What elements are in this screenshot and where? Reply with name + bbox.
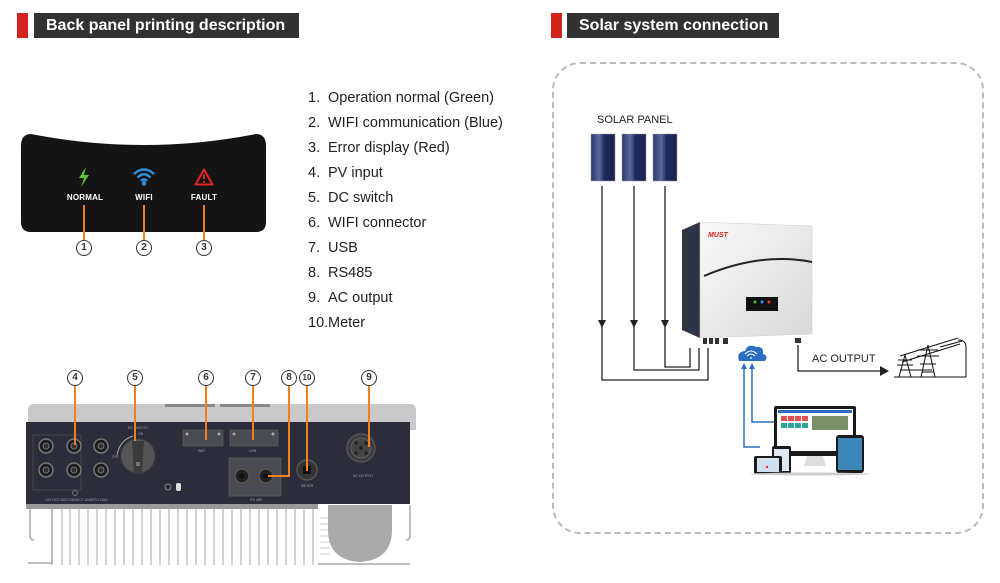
- marker-4: 4: [67, 370, 83, 386]
- left-section-header: Back panel printing description: [34, 13, 299, 38]
- off-print: OFF: [112, 455, 119, 459]
- marker-line-8-horizontal: [268, 475, 290, 477]
- fault-label: FAULT: [190, 193, 218, 202]
- warning-triangle-icon: [194, 168, 214, 186]
- meter-print: METER: [301, 484, 314, 488]
- normal-label: NORMAL: [66, 193, 104, 202]
- marker-6: 6: [198, 370, 214, 386]
- legend-item: 4.PV input: [308, 165, 383, 181]
- on-print: ON: [138, 432, 144, 436]
- power-tower-icon: [894, 337, 967, 378]
- wifi-print: WIFI: [198, 449, 206, 453]
- cloud-wifi-icon: [738, 345, 767, 361]
- back-panel-drawing: [26, 404, 416, 565]
- legend-item: 8.RS485: [308, 265, 373, 281]
- solar-panel-label: SOLAR PANEL: [597, 114, 673, 126]
- marker-2: 2: [136, 240, 152, 256]
- ac-output-label: AC OUTPUT: [812, 353, 876, 365]
- marker-line-4: [74, 385, 76, 445]
- marker-line-2: [143, 205, 145, 240]
- marker-line-7: [252, 385, 254, 440]
- marker-9: 9: [361, 370, 377, 386]
- marker-7: 7: [245, 370, 261, 386]
- marker-8: 8: [281, 370, 297, 386]
- marker-line-10: [306, 385, 308, 471]
- connection-diagram-frame: [552, 62, 984, 534]
- marker-line-9: [368, 385, 370, 447]
- marker-1: 1: [76, 240, 92, 256]
- marker-10: 10: [299, 370, 315, 386]
- marker-5: 5: [127, 370, 143, 386]
- legend-item: 2.WIFI communication (Blue): [308, 115, 503, 131]
- ac-output-print: AC OUTPUT: [353, 474, 374, 478]
- monitoring-devices-icon: [750, 406, 870, 476]
- marker-line-5: [134, 385, 136, 441]
- rs485-print: RS 485: [250, 498, 262, 502]
- marker-line-8: [288, 385, 290, 476]
- legend-item: 6.WIFI connector: [308, 215, 427, 231]
- right-section-header: Solar system connection: [567, 13, 779, 38]
- inverter-illustration: [682, 221, 813, 344]
- right-header-accent: [551, 13, 562, 38]
- marker-line-3: [203, 205, 205, 240]
- solar-panel-icons: [590, 133, 678, 182]
- lightning-bolt-icon: [79, 167, 89, 187]
- wifi-icon: [133, 168, 155, 186]
- legend-item: 7.USB: [308, 240, 358, 256]
- warning-print: DO NOT DISCONNECT UNDER LOAD: [46, 498, 108, 502]
- legend-item: 9.AC output: [308, 290, 393, 306]
- legend-list: 1.Operation normal (Green) 2.WIFI commun…: [308, 88, 503, 338]
- legend-item: 3.Error display (Red): [308, 140, 450, 156]
- dc-switch-print: DC SWITCH: [128, 426, 148, 430]
- marker-line-6: [205, 385, 207, 440]
- marker-line-1: [83, 205, 85, 240]
- legend-item: 5.DC switch: [308, 190, 394, 206]
- wifi-label: WIFI: [135, 193, 153, 202]
- inverter-brand: MUST: [708, 232, 729, 239]
- marker-3: 3: [196, 240, 212, 256]
- connection-diagram: MUST: [590, 133, 967, 476]
- usb-print: USB: [249, 449, 257, 453]
- legend-item: 10.Meter: [308, 315, 366, 331]
- left-header-accent: [17, 13, 28, 38]
- legend-item: 1.Operation normal (Green): [308, 90, 495, 106]
